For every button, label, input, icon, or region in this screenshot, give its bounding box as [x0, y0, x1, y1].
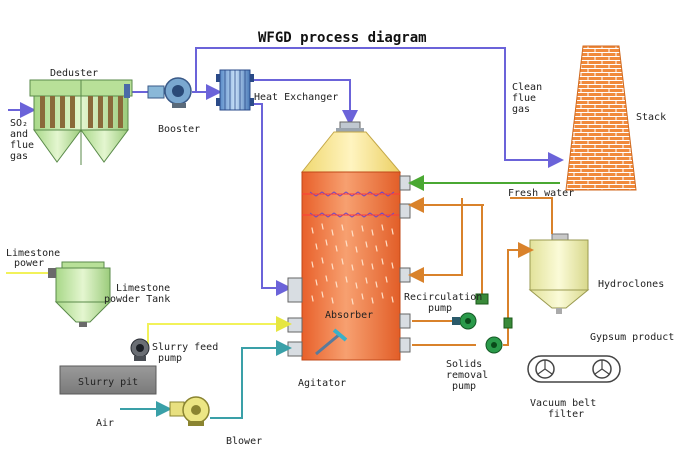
svg-text:and: and	[10, 129, 28, 140]
hydroclones-label: Hydroclones	[598, 279, 664, 290]
svg-text:powder Tank: powder Tank	[104, 294, 170, 305]
blower-label: Blower	[226, 436, 262, 447]
deduster-label: Deduster	[50, 68, 98, 79]
slurry-feed-pump	[130, 338, 150, 361]
hydroclones	[528, 233, 590, 314]
agitator	[315, 328, 348, 356]
svg-text:Slurry feed: Slurry feed	[152, 342, 218, 353]
clean-flue-gas-label: Clean flue gas	[512, 82, 542, 115]
svg-text:Limestone: Limestone	[116, 283, 170, 294]
limestone-powder-tank	[48, 261, 112, 327]
slurry-lines	[408, 197, 553, 346]
svg-text:pump: pump	[158, 353, 182, 364]
gas-lines	[8, 47, 564, 296]
absorber-label: Absorber	[325, 310, 373, 321]
limestone-power-label: Limestone power	[6, 248, 60, 269]
diagram-title: WFGD process diagram	[258, 30, 427, 46]
svg-text:pump: pump	[452, 381, 476, 392]
svg-text:Solids: Solids	[446, 359, 482, 370]
limestone-line	[6, 272, 292, 345]
svg-text:gas: gas	[10, 151, 28, 162]
so2-flue-gas-label: SO₂ and flue gas	[10, 118, 34, 162]
air-label: Air	[96, 418, 114, 429]
deduster	[29, 79, 133, 165]
slurry-pit	[59, 365, 157, 395]
gypsum-product-label: Gypsum product	[590, 332, 674, 343]
limestone-tank-label: Limestone powder Tank	[104, 283, 170, 305]
vacuum-belt-filter-label: Vacuum belt filter	[530, 398, 596, 420]
svg-text:Limestone: Limestone	[6, 248, 60, 259]
svg-text:pump: pump	[428, 303, 452, 314]
svg-text:flue: flue	[10, 140, 34, 151]
svg-text:Recirculation: Recirculation	[404, 292, 482, 303]
agitator-label: Agitator	[298, 378, 346, 389]
stack-chimney	[565, 45, 637, 191]
booster-fan	[147, 77, 192, 108]
slurry-feed-pump-label: Slurry feed pump	[152, 342, 218, 364]
air-lines	[120, 340, 292, 419]
solids-removal-pump-label: Solids removal pump	[446, 359, 488, 392]
svg-text:removal: removal	[446, 370, 488, 381]
svg-text:power: power	[14, 258, 44, 269]
svg-text:gas: gas	[512, 104, 530, 115]
booster-label: Booster	[158, 124, 200, 135]
solids-removal-pump	[485, 317, 513, 354]
stack-label: Stack	[636, 112, 666, 123]
svg-text:Clean: Clean	[512, 82, 542, 93]
fresh-water-label: Fresh water	[508, 188, 574, 199]
svg-text:filter: filter	[548, 409, 584, 420]
vacuum-belt-filter	[527, 355, 621, 383]
svg-text:flue: flue	[512, 93, 536, 104]
recirculation-pump-label: Recirculation pump	[404, 292, 482, 314]
recirculation-pump	[452, 293, 489, 330]
heat-exchanger-label: Heat Exchanger	[254, 92, 338, 103]
blower	[169, 396, 210, 426]
slurry-pit-label: Slurry pit	[78, 377, 138, 388]
svg-text:Vacuum belt: Vacuum belt	[530, 398, 596, 409]
svg-text:SO₂: SO₂	[10, 118, 28, 129]
absorber-tower	[287, 121, 411, 361]
heat-exchanger	[216, 69, 254, 111]
